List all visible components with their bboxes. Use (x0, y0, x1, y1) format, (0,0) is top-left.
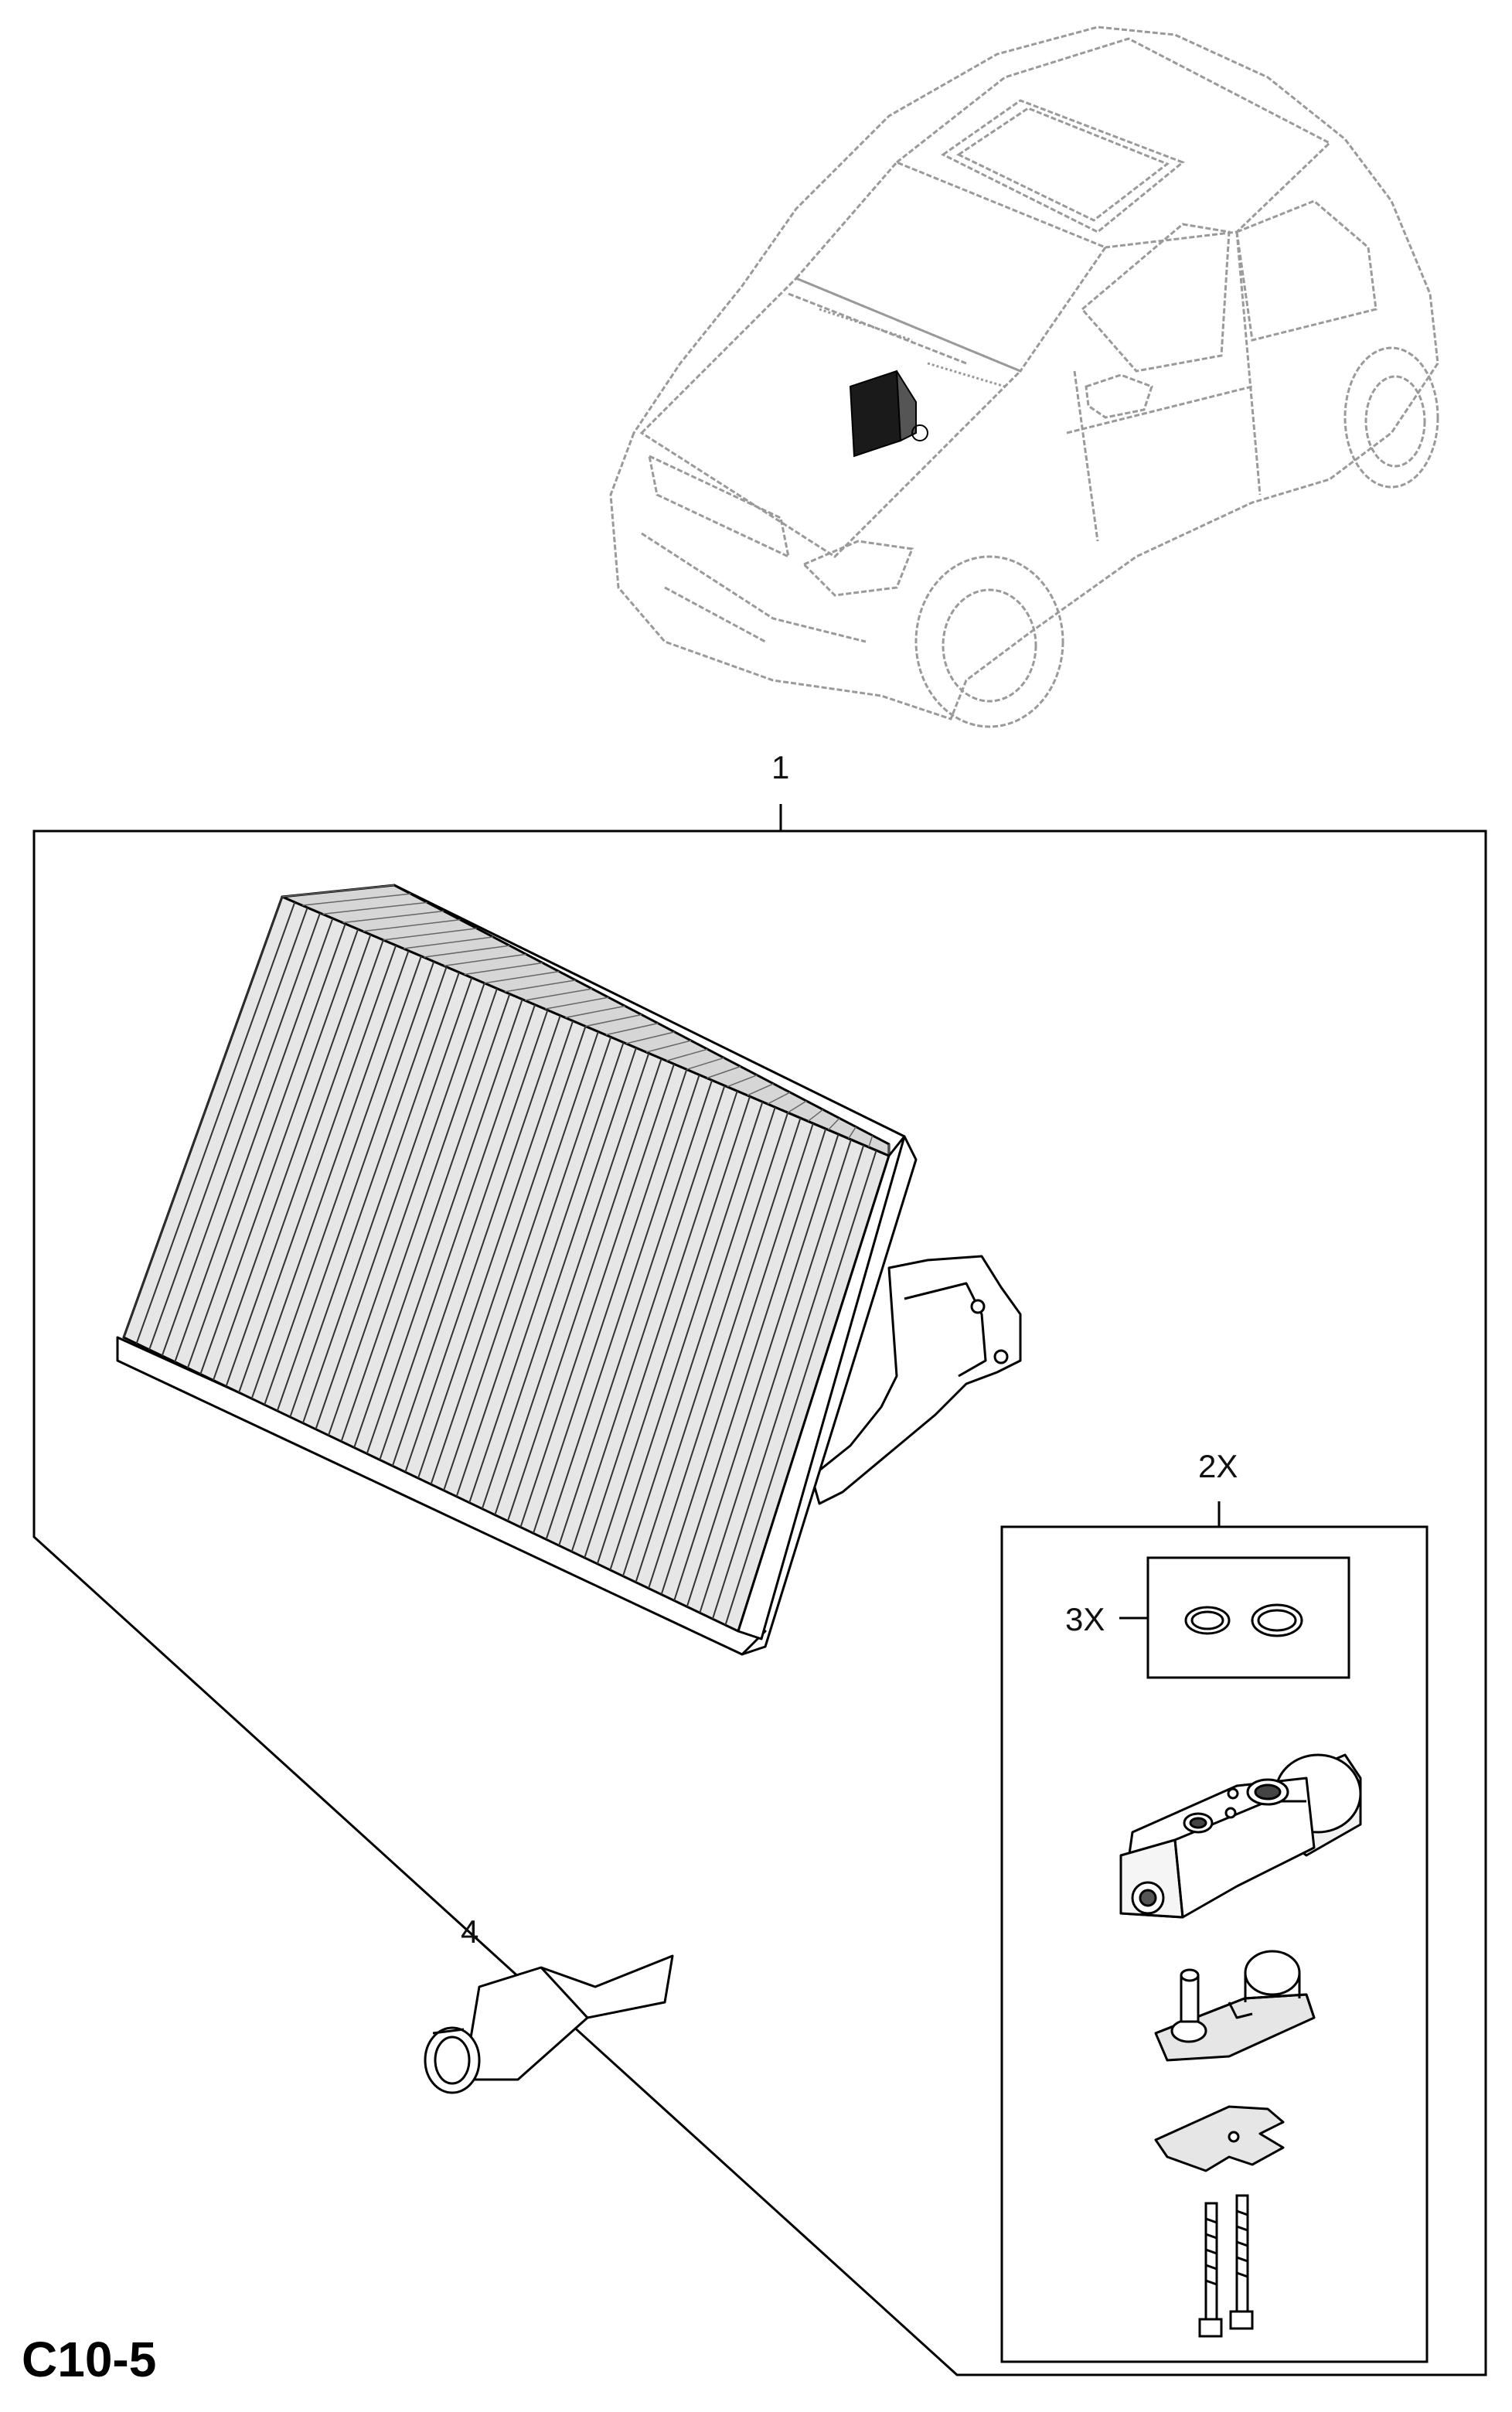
expansion-valve-kit-frame (1000, 1525, 1429, 2363)
bolt-icon (1198, 2194, 1254, 2338)
fin-line (391, 1010, 549, 1467)
fin-line (609, 1101, 764, 1571)
kit-frame (32, 830, 1487, 2376)
callout-2: 2X (1198, 1448, 1238, 1484)
fin-top-line (767, 1092, 791, 1105)
fin-line (289, 966, 448, 1418)
fin-line (660, 1123, 814, 1595)
fin-line (545, 1074, 700, 1540)
o-ring-icon (1184, 1603, 1303, 1637)
fin-line (264, 956, 422, 1405)
fin-line (379, 1004, 536, 1460)
fin-top-line (848, 1126, 856, 1140)
page-code: C10-5 (22, 2332, 157, 2387)
fin-line (648, 1117, 802, 1589)
fin-line (250, 950, 410, 1399)
fin-line (468, 1042, 625, 1504)
evaporator-fins (123, 884, 890, 1632)
fin-top-line (707, 1065, 741, 1079)
fin-line (148, 907, 308, 1351)
fin-top-line (747, 1083, 774, 1096)
fin-line (276, 961, 435, 1412)
o-ring-set-frame (1146, 1556, 1350, 1679)
fin-line (635, 1112, 789, 1582)
fin-top-line (565, 1005, 625, 1019)
fin-top-line (363, 918, 461, 932)
fin-top-line (504, 979, 576, 993)
fin-line (199, 928, 359, 1375)
fin-top-line (807, 1109, 824, 1122)
sealing-plate (1154, 1950, 1316, 2062)
fin-line (724, 1150, 877, 1626)
fin-line (301, 972, 460, 1424)
fin-top-line (605, 1022, 659, 1036)
fin-line (519, 1064, 675, 1528)
fin-top-line (484, 970, 560, 984)
fin-line (186, 923, 346, 1368)
fin-line (481, 1048, 637, 1509)
fin-top-line (342, 910, 444, 924)
fin-top-line (444, 953, 526, 967)
fin-line (123, 896, 283, 1338)
fin-line (596, 1095, 751, 1565)
fin-top-line (686, 1057, 724, 1071)
fin-line (225, 939, 384, 1387)
fin-top-line (464, 962, 543, 976)
fin-line (340, 988, 498, 1442)
fin-top-line (403, 936, 494, 949)
fin-line (135, 901, 296, 1344)
fin-line (174, 918, 334, 1363)
fin-line (621, 1106, 776, 1577)
callout-4: 4 (461, 1913, 479, 1950)
fin-top-line (827, 1117, 840, 1131)
fin-line (366, 999, 523, 1454)
fin-top-line (524, 988, 593, 1001)
expansion-valve (1119, 1753, 1362, 1919)
callout-3: 3X (1065, 1601, 1105, 1637)
fin-line (212, 934, 372, 1381)
fin-line (161, 912, 322, 1357)
evaporator-core (116, 884, 1022, 1656)
fin-line (584, 1090, 738, 1559)
fin-line (238, 945, 397, 1393)
fin-line (455, 1037, 612, 1497)
car-illustration (609, 26, 1439, 728)
fin-line (533, 1069, 688, 1534)
fin-line (494, 1053, 650, 1515)
fin-top-line (727, 1074, 758, 1088)
fin-line (506, 1058, 662, 1521)
fin-top-line (645, 1040, 692, 1053)
fin-top-line (424, 945, 510, 958)
fin-top-line (868, 1135, 873, 1148)
fin-line (443, 1031, 599, 1491)
fin-line (699, 1139, 852, 1613)
fin-top-line (302, 893, 411, 906)
fin-top-line (281, 884, 395, 898)
highlighted-evaporator-icon (849, 370, 928, 458)
fin-line (686, 1133, 839, 1607)
fin-line (353, 993, 511, 1448)
fin-line (711, 1144, 865, 1620)
fin-top-line (666, 1048, 708, 1061)
fin-line (673, 1128, 827, 1601)
fin-top-line (585, 1014, 642, 1027)
fin-top-line (322, 901, 427, 915)
fin-top-line (625, 1031, 675, 1044)
fin-line (558, 1079, 713, 1546)
spacer-plate (1154, 2105, 1285, 2172)
fin-line (417, 1020, 574, 1479)
fin-line (430, 1026, 587, 1485)
callout-1: 1 (771, 749, 790, 785)
fin-line (315, 977, 473, 1430)
fin-top-line (787, 1100, 807, 1113)
drain-hose (424, 1954, 674, 2094)
fin-top-line (383, 928, 477, 941)
fin-line (328, 983, 485, 1436)
fin-top-line (545, 996, 609, 1010)
fin-line (404, 1015, 561, 1473)
fin-line (570, 1085, 726, 1552)
